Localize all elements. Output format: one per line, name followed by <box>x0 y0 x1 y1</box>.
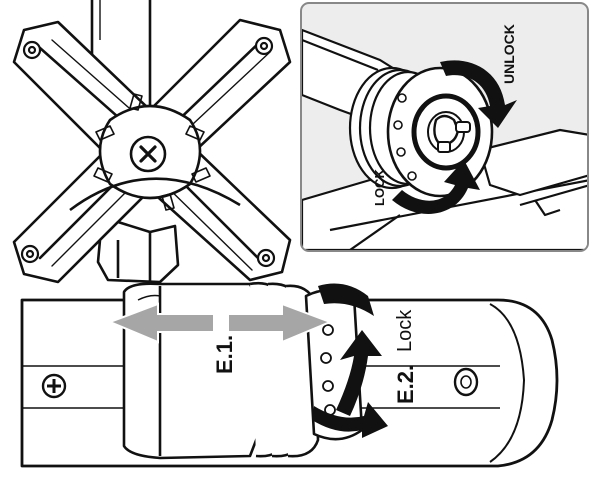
inset-unlock-label: UNLOCK <box>501 24 517 84</box>
lock-label: Lock <box>394 309 416 352</box>
screw-icon <box>41 367 479 399</box>
tilt-bracket <box>69 177 241 284</box>
step-e1-label: E.1. <box>212 335 237 374</box>
step-e2-label: E.2. <box>393 365 418 404</box>
double-arrow-icon <box>107 302 333 344</box>
vesa-plate-icon <box>12 18 292 284</box>
inset-panel: UNLOCK LOCK <box>300 2 589 252</box>
screw-hole <box>20 36 276 268</box>
collar <box>122 281 364 460</box>
rotate-arrow-icon <box>392 60 517 214</box>
inset-lock-label: LOCK <box>372 169 387 206</box>
rotate-arrow-icon <box>312 283 388 438</box>
lock-arrow-icon <box>336 330 382 416</box>
